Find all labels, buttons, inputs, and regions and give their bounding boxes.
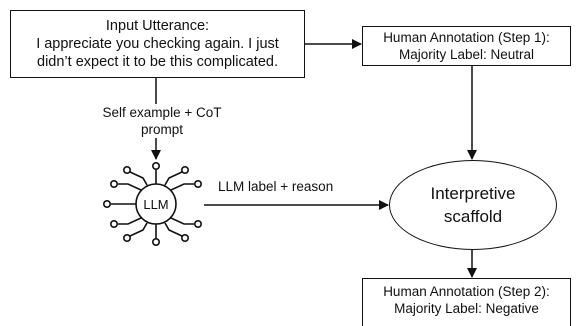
prompt-edge-line1: Self example + CoT	[102, 105, 222, 120]
annotation-step2-title: Human Annotation (Step 2):	[383, 284, 550, 299]
annotation-step1-title: Human Annotation (Step 1):	[383, 30, 550, 45]
input-utterance-line1: I appreciate you checking again. I just	[36, 36, 279, 52]
scaffold-line2: scaffold	[443, 207, 503, 226]
input-utterance-box: Input Utterance: I appreciate you checki…	[10, 10, 305, 78]
annotation-step2-label: Majority Label: Negative	[394, 301, 539, 316]
llm-edge-label: LLM label + reason	[218, 179, 334, 194]
input-utterance-title: Input Utterance:	[105, 18, 210, 34]
annotation-step1-label: Majority Label: Neutral	[398, 47, 535, 62]
prompt-edge-label: Self example + CoT prompt	[92, 104, 232, 138]
human-annotation-step1-box: Human Annotation (Step 1): Majority Labe…	[362, 26, 571, 66]
prompt-edge-line2: prompt	[140, 122, 184, 137]
llm-circuit-icon	[103, 162, 203, 247]
input-utterance-line2: didn’t expect it to be this complicated.	[37, 54, 278, 70]
interpretive-scaffold-node: Interpretive scaffold	[389, 160, 557, 250]
human-annotation-step2-box: Human Annotation (Step 2): Majority Labe…	[362, 278, 571, 326]
llm-icon-label: LLM	[143, 197, 168, 212]
scaffold-line1: Interpretive	[430, 184, 516, 203]
